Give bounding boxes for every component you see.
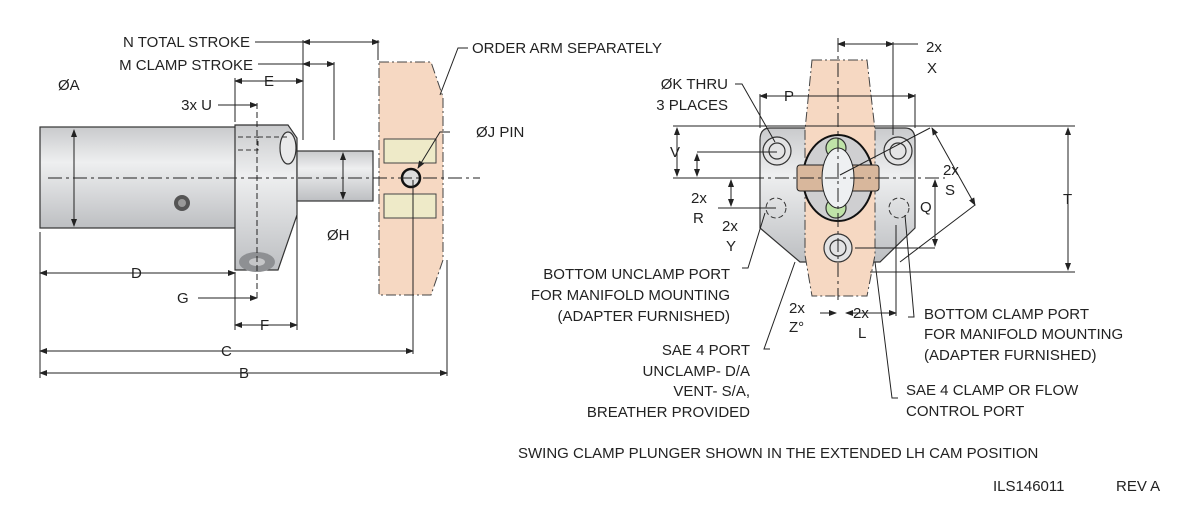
end-view: 2x X ØK THRU 3 PLACES P V 2x R 2x Y 2x S… (531, 38, 1123, 421)
label-l: L (858, 325, 866, 342)
caption: SWING CLAMP PLUNGER SHOWN IN THE EXTENDE… (518, 445, 1038, 462)
svg-text:CONTROL PORT: CONTROL PORT (906, 403, 1024, 420)
label-x-count: 2x (926, 39, 942, 56)
label-u: 3x U (181, 97, 212, 114)
label-c: C (221, 343, 232, 360)
label-d: D (131, 265, 142, 282)
svg-text:(ADAPTER FURNISHED): (ADAPTER FURNISHED) (557, 308, 730, 325)
label-e: E (264, 73, 274, 90)
label-z-count: 2x (789, 300, 805, 317)
svg-text:BREATHER PROVIDED: BREATHER PROVIDED (587, 404, 750, 421)
drawing-number: ILS146011 (993, 478, 1064, 495)
label-y-count: 2x (722, 218, 738, 235)
side-view: N TOTAL STROKE M CLAMP STROKE ØA E 3x U … (39, 34, 662, 382)
svg-text:(ADAPTER FURNISHED): (ADAPTER FURNISHED) (924, 347, 1097, 364)
label-b: B (239, 365, 249, 382)
svg-text:BOTTOM CLAMP PORT: BOTTOM CLAMP PORT (924, 306, 1089, 323)
label-dia-h: ØH (327, 227, 350, 244)
label-x: X (927, 60, 937, 77)
callout-bottom-clamp: BOTTOM CLAMP PORT FOR MANIFOLD MOUNTING … (924, 306, 1123, 364)
label-y: Y (726, 238, 736, 255)
callout-sae-clamp: SAE 4 CLAMP OR FLOW CONTROL PORT (906, 382, 1079, 420)
label-k-places: 3 PLACES (656, 97, 728, 114)
svg-text:UNCLAMP- D/A: UNCLAMP- D/A (642, 363, 750, 380)
label-z: Z° (789, 319, 804, 336)
label-v: V (670, 144, 680, 161)
svg-text:SAE 4 PORT: SAE 4 PORT (662, 342, 750, 359)
label-dia-a: ØA (58, 77, 80, 94)
svg-text:VENT- S/A,: VENT- S/A, (673, 383, 750, 400)
label-f: F (260, 317, 269, 334)
label-q: Q (920, 199, 932, 216)
label-dia-j-pin: ØJ PIN (476, 124, 524, 141)
plunger-rod (296, 150, 374, 202)
label-s: S (945, 182, 955, 199)
label-m-clamp-stroke: M CLAMP STROKE (119, 57, 253, 74)
svg-text:SAE 4 CLAMP OR FLOW: SAE 4 CLAMP OR FLOW (906, 382, 1079, 399)
label-g: G (177, 290, 189, 307)
label-s-count: 2x (943, 162, 959, 179)
label-k-thru: ØK THRU (661, 76, 728, 93)
callout-bottom-unclamp: BOTTOM UNCLAMP PORT FOR MANIFOLD MOUNTIN… (531, 266, 730, 325)
svg-text:FOR MANIFOLD MOUNTING: FOR MANIFOLD MOUNTING (924, 326, 1123, 343)
svg-text:BOTTOM UNCLAMP PORT: BOTTOM UNCLAMP PORT (543, 266, 730, 283)
callout-sae-unclamp: SAE 4 PORT UNCLAMP- D/A VENT- S/A, BREAT… (587, 342, 750, 421)
end-dimension-lines (673, 41, 1075, 399)
label-order-arm: ORDER ARM SEPARATELY (472, 40, 662, 57)
label-p: P (784, 88, 794, 105)
label-r-count: 2x (691, 190, 707, 207)
revision: REV A (1116, 478, 1160, 495)
side-dimension-lines (39, 39, 468, 378)
svg-text:FOR MANIFOLD MOUNTING: FOR MANIFOLD MOUNTING (531, 287, 730, 304)
label-n-total-stroke: N TOTAL STROKE (123, 34, 250, 51)
label-l-count: 2x (853, 305, 869, 322)
label-r: R (693, 210, 704, 227)
label-t: T (1063, 191, 1072, 208)
